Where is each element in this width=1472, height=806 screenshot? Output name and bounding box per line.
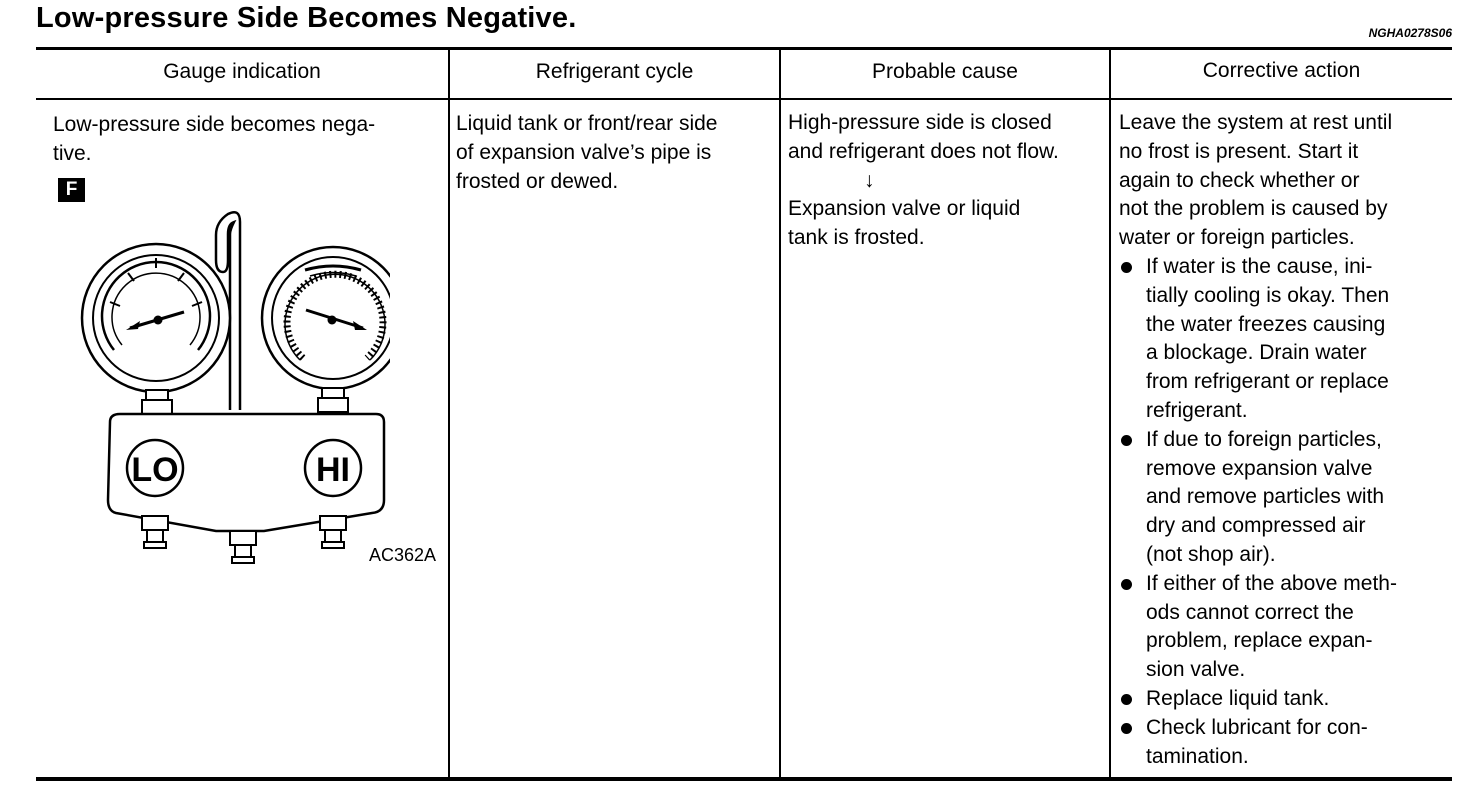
- bullet-icon: [1121, 261, 1132, 273]
- hi-port-circle: [303, 438, 363, 498]
- action-text-line: tamination.: [1146, 744, 1249, 768]
- action-intro: Leave the system at rest until no frost …: [1119, 109, 1454, 253]
- action-text-line: remove expansion valve: [1146, 456, 1373, 480]
- probable-cause-text: High-pressure side is closed and refrige…: [788, 109, 1108, 253]
- gauge-indication-text: Low-pressure side becomes nega- tive.: [53, 111, 443, 169]
- action-text-line: tially cooling is okay. Then: [1146, 283, 1390, 307]
- list-item: Check lubricant for con- tamination.: [1119, 714, 1454, 772]
- bottom-fittings: [141, 515, 347, 564]
- action-list: If water is the cause, ini- tially cooli…: [1119, 253, 1454, 771]
- corrective-action-text: Leave the system at rest until no frost …: [1119, 109, 1454, 771]
- action-text-line: If water is the cause, ini-: [1146, 254, 1373, 278]
- list-item: If either of the above meth- ods cannot …: [1119, 570, 1454, 685]
- bullet-icon: [1121, 722, 1132, 734]
- action-text-line: water or foreign particles.: [1119, 226, 1355, 250]
- document-code: NGHA0278S06: [1368, 26, 1452, 40]
- action-text-line: a blockage. Drain water: [1146, 341, 1367, 365]
- action-text-line: again to check whether or: [1119, 168, 1360, 192]
- gauge-text-line: tive.: [53, 141, 92, 165]
- action-text-line: Leave the system at rest until: [1119, 111, 1393, 134]
- action-text-line: If due to foreign particles,: [1146, 427, 1382, 451]
- action-text-line: and remove particles with: [1146, 485, 1385, 509]
- action-text-line: sion valve.: [1146, 658, 1246, 682]
- cause-text-line: tank is frosted.: [788, 226, 925, 250]
- figure-id: AC362A: [369, 545, 437, 565]
- page-title: Low-pressure Side Becomes Negative.: [36, 2, 577, 34]
- cycle-text-line: Liquid tank or front/rear side: [456, 112, 718, 135]
- action-text-line: not the problem is caused by: [1119, 197, 1388, 221]
- action-text-line: the water freezes causing: [1146, 312, 1386, 336]
- action-text-line: from refrigerant or replace: [1146, 370, 1389, 394]
- cause-text-line: and refrigerant does not flow.: [788, 139, 1059, 163]
- header-refrigerant-cycle: Refrigerant cycle: [535, 60, 694, 83]
- action-text-line: ods cannot correct the: [1146, 600, 1354, 624]
- action-text-line: refrigerant.: [1146, 398, 1248, 422]
- lo-port-circle: [125, 438, 185, 498]
- header-gauge-indication: Gauge indication: [163, 60, 321, 83]
- action-text-line: dry and compressed air: [1146, 514, 1366, 538]
- action-text-line: Check lubricant for con-: [1146, 715, 1368, 739]
- column-divider: [779, 50, 781, 777]
- header-probable-cause: Probable cause: [872, 60, 1018, 83]
- list-item: If due to foreign particles, remove expa…: [1119, 426, 1454, 570]
- bullet-icon: [1121, 578, 1132, 590]
- column-divider: [448, 50, 450, 777]
- action-text-line: no frost is present. Start it: [1119, 139, 1359, 163]
- action-text-line: (not shop air).: [1146, 542, 1276, 566]
- lo-gauge: [80, 242, 232, 394]
- action-text-line: If either of the above meth-: [1146, 571, 1397, 595]
- hose-shape: [214, 211, 242, 410]
- refrigerant-cycle-text: Liquid tank or front/rear side of expans…: [456, 110, 776, 196]
- bullet-icon: [1121, 693, 1132, 705]
- list-item: Replace liquid tank.: [1119, 685, 1454, 714]
- list-item: If water is the cause, ini- tially cooli…: [1119, 253, 1454, 426]
- cause-text-line: Expansion valve or liquid: [788, 197, 1021, 221]
- bullet-icon: [1121, 434, 1132, 446]
- table-top-rule: [36, 47, 1452, 50]
- hi-label: HI: [316, 451, 350, 489]
- manifold-gauge-illustration: LO HI: [80, 211, 390, 564]
- action-text-line: problem, replace expan-: [1146, 629, 1373, 653]
- cycle-text-line: of expansion valve’s pipe is: [456, 140, 712, 164]
- cycle-text-line: frosted or dewed.: [456, 169, 619, 193]
- action-text-line: Replace liquid tank.: [1146, 686, 1330, 710]
- gauge-text-line: Low-pressure side becomes nega-: [53, 113, 376, 136]
- f-badge: F: [58, 178, 85, 202]
- manifold-body: [106, 412, 386, 533]
- hi-gauge: [260, 245, 390, 391]
- lo-label: LO: [131, 451, 178, 489]
- column-divider: [1109, 50, 1111, 777]
- table-bottom-rule: [36, 777, 1452, 781]
- down-arrow: ↓: [864, 168, 875, 192]
- cause-text-line: High-pressure side is closed: [788, 111, 1052, 134]
- table-header-rule: [36, 98, 1452, 100]
- header-corrective-action: Corrective action: [1202, 59, 1361, 82]
